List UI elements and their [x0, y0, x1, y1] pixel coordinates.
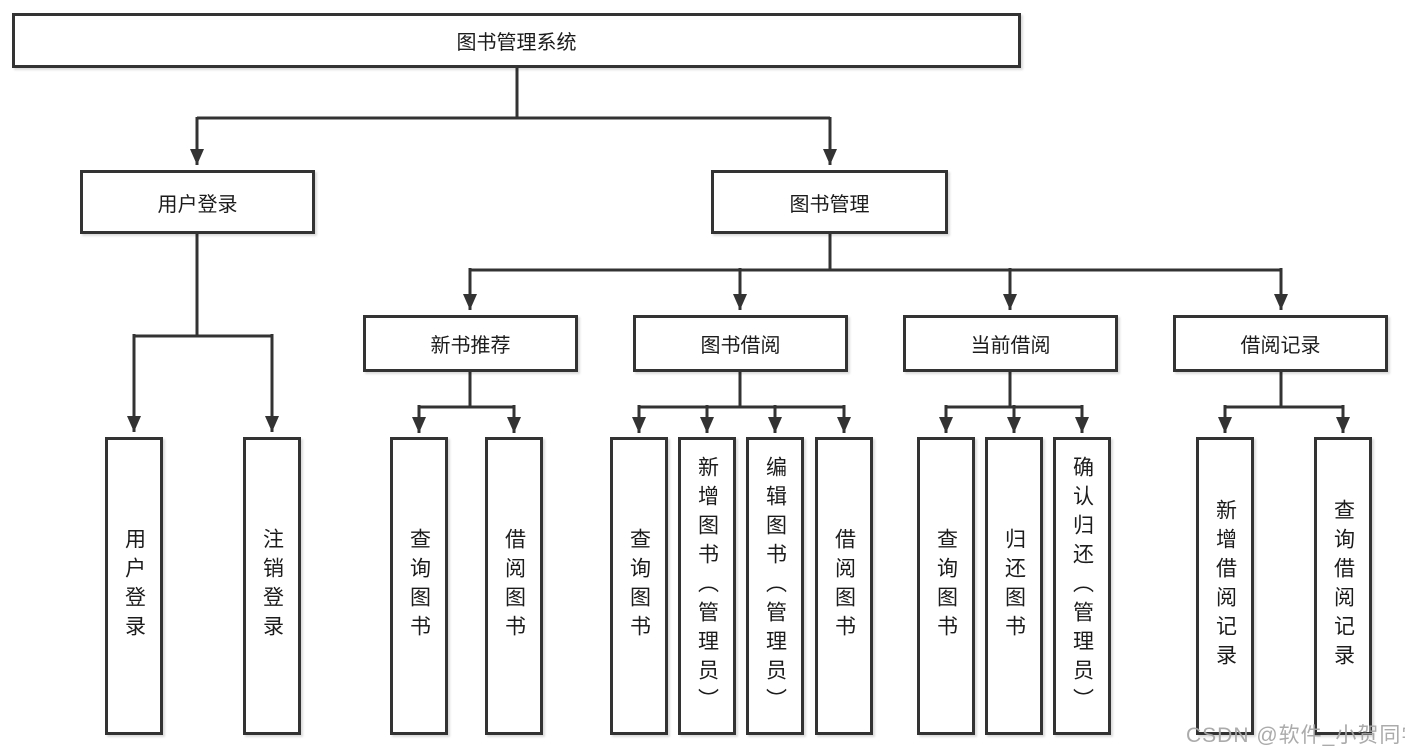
node-label: 新增图书（管理员） [695, 455, 719, 717]
leaf-user-login: 用户登录 [105, 437, 163, 735]
leaf-borrow-books-recommend: 借阅图书 [485, 437, 543, 735]
node-label: 查询图书 [627, 528, 651, 644]
node-label: 图书管理系统 [456, 32, 577, 54]
leaf-borrow-books: 借阅图书 [815, 437, 873, 735]
node-label: 借阅记录 [1240, 335, 1321, 357]
connector-book-borrowing-children [632, 372, 851, 433]
leaf-query-books-recommend: 查询图书 [390, 437, 448, 735]
node-label: 借阅图书 [502, 528, 526, 644]
connector-book-management-children [463, 234, 1288, 310]
node-label: 注销登录 [260, 528, 284, 644]
leaf-confirm-return-admin: 确认归还（管理员） [1053, 437, 1111, 735]
node-book-management: 图书管理 [711, 170, 948, 234]
node-label: 确认归还（管理员） [1070, 455, 1094, 717]
connector-user-login-children [127, 234, 279, 432]
leaf-add-books-admin: 新增图书（管理员） [678, 437, 736, 735]
node-borrowing-records: 借阅记录 [1173, 315, 1388, 372]
node-label: 当前借阅 [970, 335, 1051, 357]
node-label: 编辑图书（管理员） [763, 455, 787, 717]
node-current-borrowing: 当前借阅 [903, 315, 1118, 372]
leaf-edit-books-admin: 编辑图书（管理员） [746, 437, 804, 735]
connector-new-book-recommendation-children [412, 372, 521, 433]
node-label: 查询图书 [407, 528, 431, 644]
csdn-watermark: CSDN @软件_小贺同学 [1186, 724, 1405, 747]
leaf-query-books-borrow: 查询图书 [610, 437, 668, 735]
node-user-login: 用户登录 [80, 170, 315, 234]
node-label: 图书管理 [789, 193, 870, 216]
leaf-return-books: 归还图书 [985, 437, 1043, 735]
node-new-book-recommendation: 新书推荐 [363, 315, 578, 372]
leaf-logout-login: 注销登录 [243, 437, 301, 735]
leaf-query-borrow-record: 查询借阅记录 [1314, 437, 1372, 735]
node-label: 用户登录 [157, 193, 238, 216]
node-label: 新书推荐 [430, 335, 511, 357]
node-root: 图书管理系统 [12, 13, 1021, 68]
connector-borrowing-records-children [1218, 372, 1350, 433]
node-label: 图书借阅 [700, 335, 781, 357]
connector-root-to-level2 [190, 68, 837, 165]
node-label: 新增借阅记录 [1213, 499, 1237, 673]
node-label: 借阅图书 [832, 528, 856, 644]
leaf-query-books-current: 查询图书 [917, 437, 975, 735]
node-label: 查询借阅记录 [1331, 499, 1355, 673]
node-label: 查询图书 [934, 528, 958, 644]
node-label: 归还图书 [1002, 528, 1026, 644]
leaf-add-borrow-record: 新增借阅记录 [1196, 437, 1254, 735]
node-book-borrowing: 图书借阅 [633, 315, 848, 372]
node-label: 用户登录 [122, 528, 146, 644]
connector-current-borrowing-children [939, 372, 1089, 433]
